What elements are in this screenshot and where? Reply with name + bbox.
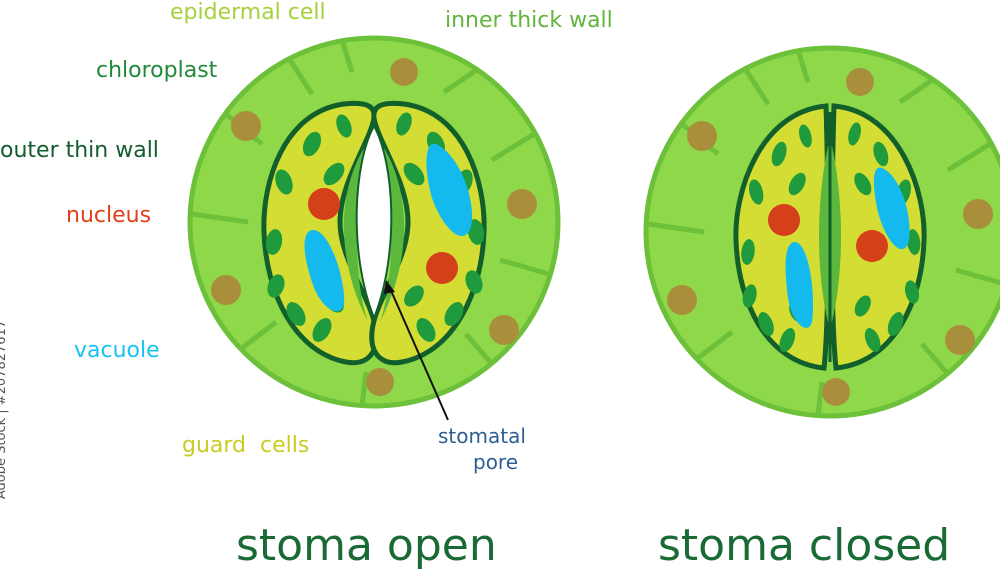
label-vacuole: vacuole (74, 338, 160, 363)
label-epidermal-cell: epidermal cell (170, 0, 326, 25)
vacuole-right-closed (873, 167, 910, 250)
label-chloroplast: chloroplast (96, 58, 218, 83)
nucleus-left (308, 188, 340, 220)
vacuole-left-closed (785, 241, 814, 328)
title-stoma-open: stoma open (236, 520, 497, 571)
stomatal-pore (355, 123, 393, 321)
stoma-open (190, 38, 558, 406)
label-outer-thin-wall: outer thin wall (0, 138, 159, 163)
nucleus-right (426, 252, 458, 284)
label-stomatal-pore-line2: pore (473, 450, 519, 474)
watermark-text: Adobe Stock | #207827617 (0, 319, 10, 500)
title-stoma-closed: stoma closed (658, 520, 951, 571)
pore-pointer-arrowhead (384, 280, 395, 294)
label-guard-cells: guard cells (182, 433, 310, 458)
label-nucleus: nucleus (66, 203, 152, 228)
pore-pointer-line (388, 285, 449, 421)
label-inner-thick-wall: inner thick wall (445, 8, 613, 33)
nucleus-right-closed (856, 230, 888, 262)
stoma-closed (646, 48, 1000, 416)
nucleus-left-closed (768, 204, 800, 236)
label-stomatal-pore-line1: stomatal (438, 424, 526, 448)
vacuole-left (304, 229, 345, 312)
vacuole-right (426, 143, 473, 236)
